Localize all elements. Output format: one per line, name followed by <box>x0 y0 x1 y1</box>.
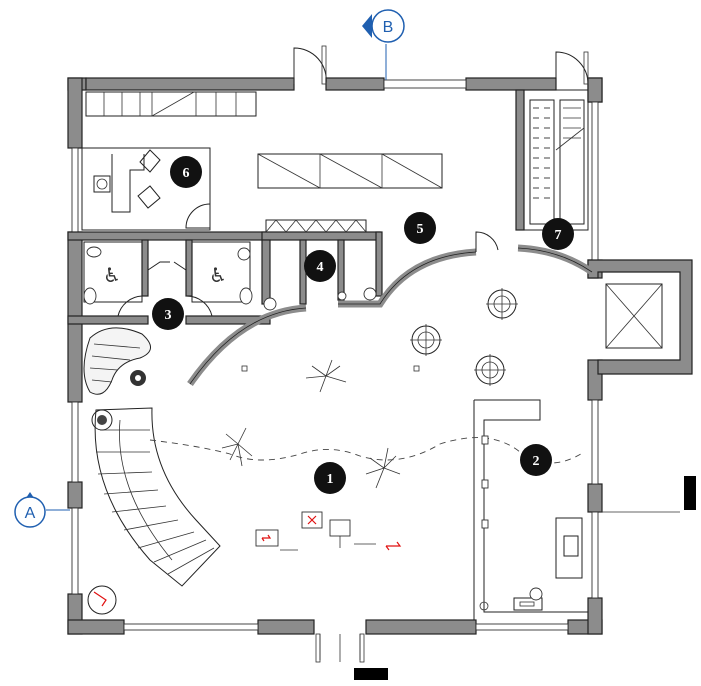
section-marker-a-label: A <box>25 505 36 522</box>
room-marker-5-label: 5 <box>417 222 424 237</box>
svg-text:♿: ♿ <box>209 263 227 287</box>
circulation-path <box>149 437 585 464</box>
curved-walls <box>187 231 594 386</box>
utility-equipment <box>479 517 583 611</box>
room-marker-1: 1 <box>314 462 346 494</box>
section-marker-b-label: B <box>383 19 394 36</box>
exterior-walls <box>67 77 693 635</box>
interior-walls <box>67 89 696 620</box>
elevator-shaft <box>605 283 663 349</box>
red-fixtures <box>87 511 402 615</box>
section-marker-b: B <box>362 9 405 80</box>
room-marker-1-label: 1 <box>327 472 334 487</box>
exterior-doors <box>293 45 589 680</box>
room-marker-3: 3 <box>152 298 184 330</box>
room-marker-7: 7 <box>542 218 574 250</box>
room-marker-4: 4 <box>304 250 336 282</box>
staircase <box>529 99 585 225</box>
room-marker-3-label: 3 <box>165 308 172 323</box>
plants <box>221 359 401 489</box>
svg-text:♿: ♿ <box>103 263 121 287</box>
room-marker-7-label: 7 <box>555 228 562 243</box>
round-displays <box>241 288 518 386</box>
wall-tags <box>481 435 489 529</box>
room-marker-5: 5 <box>404 212 436 244</box>
section-marker-a: A <box>14 492 70 528</box>
room-marker-6: 6 <box>170 156 202 188</box>
office-furniture <box>93 149 161 213</box>
room-marker-6-label: 6 <box>183 166 190 181</box>
room-marker-4-label: 4 <box>317 260 324 275</box>
restroom-fixtures: ♿ ♿ <box>83 241 377 317</box>
sculpture <box>83 327 151 395</box>
display-cases <box>257 153 443 233</box>
curved-staircase <box>91 407 221 587</box>
room-marker-2: 2 <box>520 444 552 476</box>
room-marker-2-label: 2 <box>533 454 540 469</box>
